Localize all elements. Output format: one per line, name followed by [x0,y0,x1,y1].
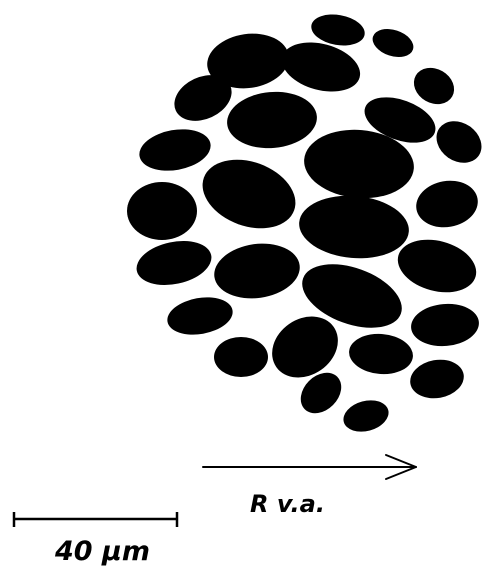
cell [369,24,417,62]
cell [347,331,414,376]
cell [392,231,482,300]
cell [211,238,304,303]
cell [412,176,481,232]
scale-bar-label: 40 µm [54,536,150,567]
cell [193,148,305,241]
right-arrow-icon [203,455,416,479]
cell [127,182,197,240]
cell [407,356,467,403]
cell [214,337,268,377]
cell [132,235,215,292]
cell [407,61,460,111]
cell [164,293,235,340]
cell [136,124,214,176]
cell [225,88,320,152]
cell [340,396,392,437]
scale-bar-icon [14,512,177,527]
cell [428,113,483,172]
cell [409,301,480,349]
cell-cluster [127,11,483,437]
direction-label: R v.a. [250,490,325,518]
cell [297,191,412,262]
